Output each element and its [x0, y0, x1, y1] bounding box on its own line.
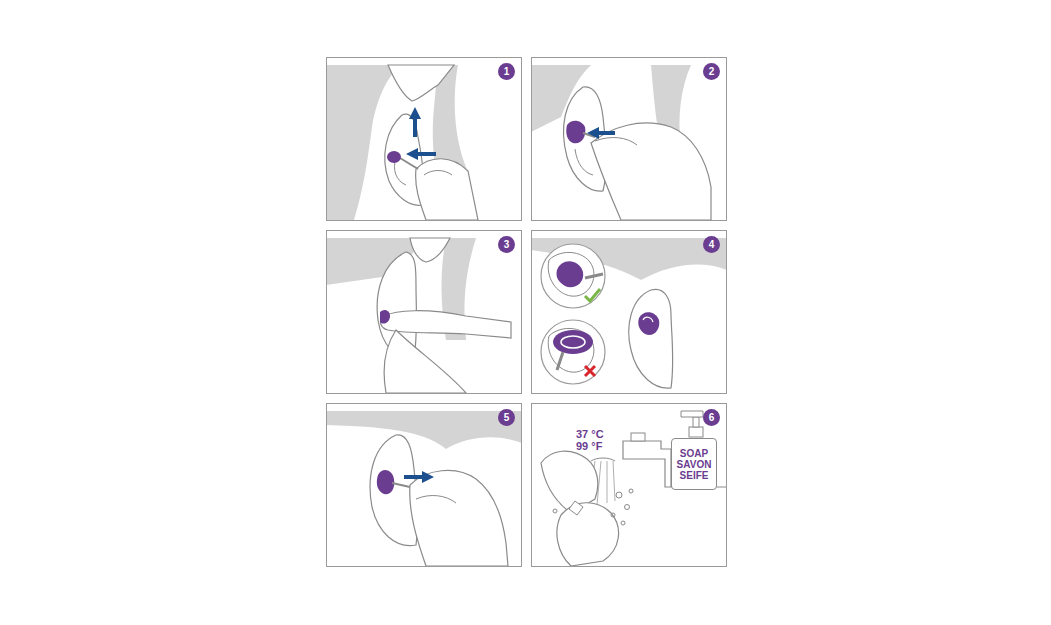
bottle-label: SEIFE — [680, 470, 709, 481]
step-panel: 2 — [531, 57, 727, 221]
step-panel: 5 — [326, 403, 522, 567]
step-panel: 3 — [326, 230, 522, 394]
step-panel: 4 — [531, 230, 727, 394]
step-four-drawing — [531, 238, 727, 388]
temperature-label: 37 °C — [575, 428, 605, 440]
callout-number: 5 — [498, 409, 515, 426]
step-panel: 1 — [326, 57, 522, 221]
soap-bottle: SOAPSAVONSEIFE — [671, 438, 717, 490]
callout-number: 1 — [498, 63, 515, 80]
bottle-label: SAVON — [677, 459, 712, 470]
step-five-drawing — [326, 411, 522, 566]
bottle-label: SOAP — [680, 448, 708, 459]
callout-number: 6 — [703, 409, 720, 426]
step-panel: 6SOAPSAVONSEIFE — [531, 403, 727, 567]
step-three-drawing — [326, 238, 511, 393]
callout-number: 2 — [703, 63, 720, 80]
step-one-drawing — [326, 65, 478, 220]
callout-number: 3 — [498, 236, 515, 253]
step-six-drawing — [541, 411, 727, 566]
callout-number: 4 — [703, 236, 720, 253]
step-two-drawing — [531, 65, 711, 220]
temperature-label: 99 °F — [575, 440, 603, 452]
